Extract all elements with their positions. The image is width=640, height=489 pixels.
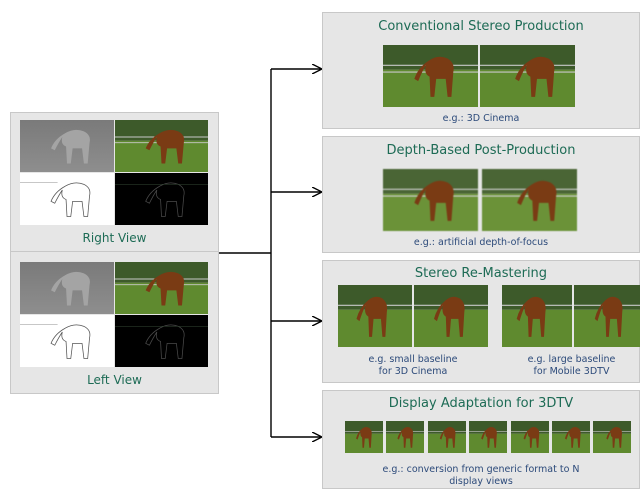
- small-baseline-caption: e.g. small baseline for 3D Cinema: [368, 354, 458, 377]
- box-caption: e.g.: conversion from generic format to …: [382, 464, 580, 487]
- right-view-depth-map: [20, 120, 114, 172]
- large-baseline-image-right: [574, 285, 640, 347]
- display-view-thumbnail: [552, 421, 590, 453]
- box-title: Depth-Based Post-Production: [386, 143, 576, 158]
- small-baseline-image-right: [414, 285, 488, 347]
- box-caption: e.g.: 3D Cinema: [442, 113, 520, 124]
- right-view-occlusion-map: [115, 173, 208, 225]
- left-view-edge-map: [20, 315, 114, 367]
- display-view-thumbnail: [510, 421, 549, 453]
- view-divider: [11, 251, 218, 252]
- dof-image-right: [482, 169, 577, 231]
- stereo-image-left: [383, 45, 478, 107]
- display-view-thumbnail: [469, 421, 508, 453]
- box-title: Stereo Re-Mastering: [414, 266, 548, 281]
- input-views-panel: Right View Left View: [10, 112, 219, 394]
- box-display-adaptation: Display Adaptation for 3DTV e.g.: conver…: [322, 390, 640, 489]
- n-display-views: [345, 421, 640, 455]
- box-stereo-remastering: Stereo Re-Mastering e.g. small baseline …: [322, 260, 640, 383]
- display-view-thumbnail: [345, 421, 383, 453]
- box-title: Display Adaptation for 3DTV: [388, 396, 574, 411]
- right-view-color-image: [115, 120, 208, 172]
- right-view-edge-map: [20, 173, 114, 225]
- box-conventional-stereo: Conventional Stereo Production e.g.: 3D …: [322, 12, 640, 129]
- large-baseline-caption: e.g. large baseline for Mobile 3DTV: [527, 354, 616, 377]
- left-view-color-image: [115, 262, 208, 314]
- display-view-thumbnail: [386, 421, 425, 453]
- left-view-occlusion-map: [115, 315, 208, 367]
- box-title: Conventional Stereo Production: [378, 19, 584, 34]
- large-baseline-image-left: [502, 285, 572, 347]
- box-depth-based-post-production: Depth-Based Post-Production e.g.: artifi…: [322, 136, 640, 253]
- display-view-thumbnail: [427, 421, 466, 453]
- small-baseline-image-left: [338, 285, 412, 347]
- display-view-thumbnail: [593, 421, 632, 453]
- left-view-label: Left View: [87, 373, 142, 387]
- dof-image-left: [383, 169, 478, 231]
- right-view-label: Right View: [82, 231, 147, 245]
- left-view-depth-map: [20, 262, 114, 314]
- stereo-image-right: [480, 45, 575, 107]
- box-caption: e.g.: artificial depth-of-focus: [413, 237, 549, 248]
